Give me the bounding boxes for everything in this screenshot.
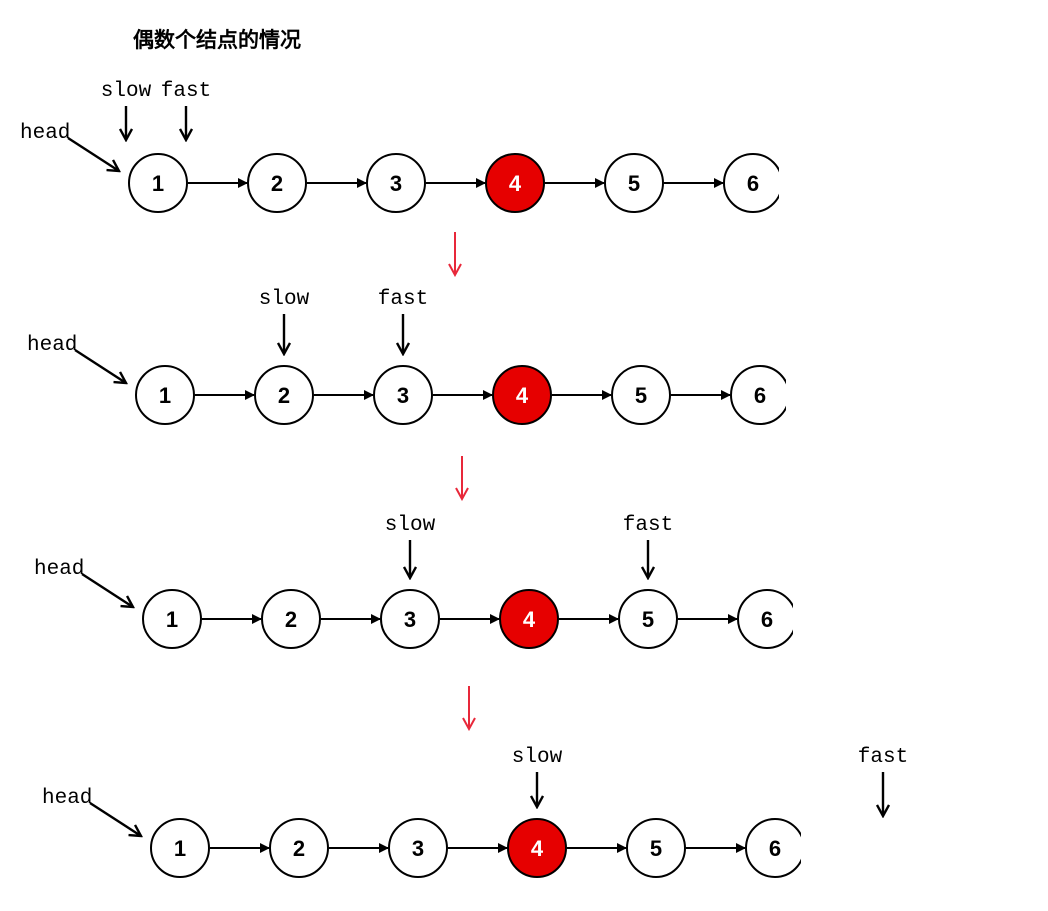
node-clip-mask — [793, 587, 807, 651]
list-node-5: 5 — [618, 589, 678, 649]
list-node-4: 4 — [507, 818, 567, 878]
head-arrow — [81, 572, 133, 607]
node-label: 1 — [174, 836, 186, 861]
head-label: head — [42, 787, 92, 810]
list-node-6: 6 — [723, 153, 783, 213]
node-label: 5 — [642, 607, 654, 632]
list-node-1: 1 — [150, 818, 210, 878]
head-label: head — [27, 334, 77, 357]
step-row-3: 1 2 3 4 5 6 head slow fast — [34, 514, 807, 729]
node-circle — [261, 589, 321, 649]
list-node-4: 4 — [492, 365, 552, 425]
node-circle — [247, 153, 307, 213]
node-circle — [380, 589, 440, 649]
list-node-5: 5 — [604, 153, 664, 213]
head-arrow — [74, 348, 126, 383]
node-clip-mask — [801, 816, 815, 880]
list-node-3: 3 — [388, 818, 448, 878]
node-label: 6 — [769, 836, 781, 861]
node-circle — [618, 589, 678, 649]
slow-label: slow — [512, 746, 563, 769]
head-label: head — [20, 122, 70, 145]
node-label: 3 — [390, 171, 402, 196]
fast-label: fast — [623, 514, 673, 537]
list-node-3: 3 — [373, 365, 433, 425]
node-circle — [142, 589, 202, 649]
node-label: 2 — [278, 383, 290, 408]
node-label: 2 — [293, 836, 305, 861]
node-label: 4 — [531, 836, 544, 861]
node-circle — [150, 818, 210, 878]
list-node-2: 2 — [254, 365, 314, 425]
node-label: 1 — [166, 607, 178, 632]
node-label: 2 — [285, 607, 297, 632]
list-node-6: 6 — [745, 818, 805, 878]
node-circle — [626, 818, 686, 878]
node-label: 6 — [754, 383, 766, 408]
node-circle — [135, 365, 195, 425]
slow-label: slow — [385, 514, 436, 537]
node-label: 4 — [509, 171, 522, 196]
node-label: 4 — [523, 607, 536, 632]
diagram-title: 偶数个结点的情况 — [133, 27, 301, 52]
list-node-6: 6 — [737, 589, 797, 649]
node-circle — [269, 818, 329, 878]
step-row-2: 1 2 3 4 5 6 head slow fast — [27, 288, 800, 499]
node-circle — [507, 818, 567, 878]
node-circle — [604, 153, 664, 213]
list-node-3: 3 — [380, 589, 440, 649]
list-node-4: 4 — [499, 589, 559, 649]
node-label: 5 — [635, 383, 647, 408]
slow-label: slow — [259, 288, 310, 311]
node-circle — [128, 153, 188, 213]
node-circle — [373, 365, 433, 425]
node-circle — [366, 153, 426, 213]
node-circle — [492, 365, 552, 425]
list-node-1: 1 — [128, 153, 188, 213]
node-circle — [499, 589, 559, 649]
head-arrow — [89, 801, 141, 836]
list-node-5: 5 — [626, 818, 686, 878]
list-node-6: 6 — [730, 365, 790, 425]
fast-label: fast — [378, 288, 428, 311]
list-node-2: 2 — [247, 153, 307, 213]
fast-label: fast — [858, 746, 908, 769]
list-node-1: 1 — [135, 365, 195, 425]
node-label: 1 — [159, 383, 171, 408]
node-label: 2 — [271, 171, 283, 196]
list-node-2: 2 — [261, 589, 321, 649]
list-node-4: 4 — [485, 153, 545, 213]
list-node-2: 2 — [269, 818, 329, 878]
node-clip-mask — [779, 151, 793, 215]
node-clip-mask — [786, 363, 800, 427]
node-circle — [485, 153, 545, 213]
slow-label: slow — [101, 80, 152, 103]
step-row-1: 1 2 3 4 5 6 head slow fast — [20, 80, 793, 275]
head-label: head — [34, 558, 84, 581]
node-label: 3 — [397, 383, 409, 408]
fast-label: fast — [161, 80, 211, 103]
node-label: 6 — [761, 607, 773, 632]
list-node-1: 1 — [142, 589, 202, 649]
node-label: 1 — [152, 171, 164, 196]
node-circle — [611, 365, 671, 425]
node-label: 3 — [404, 607, 416, 632]
step-row-4: 1 2 3 4 5 6 head slow fast — [42, 746, 908, 880]
node-circle — [388, 818, 448, 878]
node-label: 5 — [628, 171, 640, 196]
node-label: 5 — [650, 836, 662, 861]
head-arrow — [67, 136, 119, 171]
node-label: 3 — [412, 836, 424, 861]
node-circle — [254, 365, 314, 425]
list-node-3: 3 — [366, 153, 426, 213]
list-node-5: 5 — [611, 365, 671, 425]
node-label: 6 — [747, 171, 759, 196]
node-label: 4 — [516, 383, 529, 408]
